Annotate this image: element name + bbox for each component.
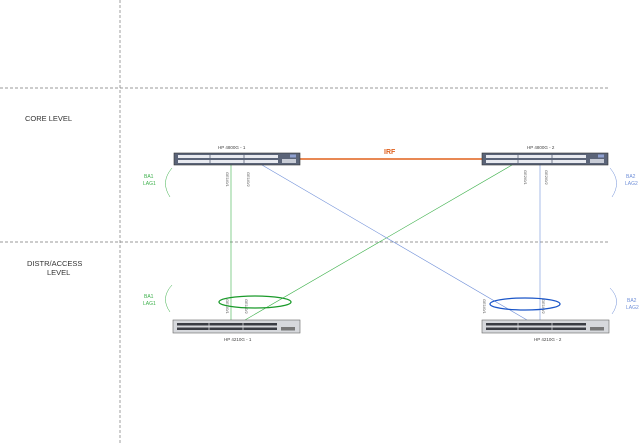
link-core2-access1 [244,164,513,321]
port-label: GE2/0/2 [544,170,549,185]
port-label: GE1/0/1 [225,299,230,314]
ba1-core-arc [165,167,173,198]
ba1-label: BA1 [144,174,154,180]
switch-core1[interactable]: HP 4800G - 1 [173,145,301,166]
ba2-core-arc [609,167,617,198]
ba2-label: BA2 [626,174,636,180]
port-label: GE1/0/2 [244,299,249,314]
distr-level-label-2: LEVEL [47,268,70,277]
distr-level-label-1: DISTR/ACCESS [27,259,82,268]
lag2-label: LAG2 [625,181,638,187]
irf-label: IRF [384,149,396,156]
ba1-label: BA1 [144,294,154,300]
lag1-ellipse [218,295,292,309]
switch-access2-label: HP 4210G - 2 [534,337,562,342]
ba1-access-arc [165,284,173,313]
ba2-label: BA2 [627,298,637,304]
switch-core2-label: HP 4800G - 2 [527,145,555,150]
switch-access2[interactable]: HP 4210G - 2 [481,319,610,342]
switch-access1-label: HP 4210G - 1 [224,337,252,342]
ba2-access-arc [609,287,617,315]
lag1-label: LAG1 [143,181,156,187]
port-label: GE2/0/1 [523,170,528,185]
core-level-label: CORE LEVEL [25,114,72,123]
switch-access1[interactable]: HP 4210G - 1 [172,319,301,342]
lag2-label: LAG2 [626,305,639,311]
port-label: GE1/0/2 [246,172,251,187]
port-label: GE1/0/1 [225,172,230,187]
port-label: GE1/0/2 [541,299,546,314]
lag1-label: LAG1 [143,301,156,307]
lag2-ellipse [489,297,561,311]
switch-core2[interactable]: HP 4800G - 2 [481,145,609,166]
switch-core1-label: HP 4800G - 1 [218,145,246,150]
link-core1-access2 [261,164,528,321]
port-label: GE1/0/1 [482,299,487,314]
